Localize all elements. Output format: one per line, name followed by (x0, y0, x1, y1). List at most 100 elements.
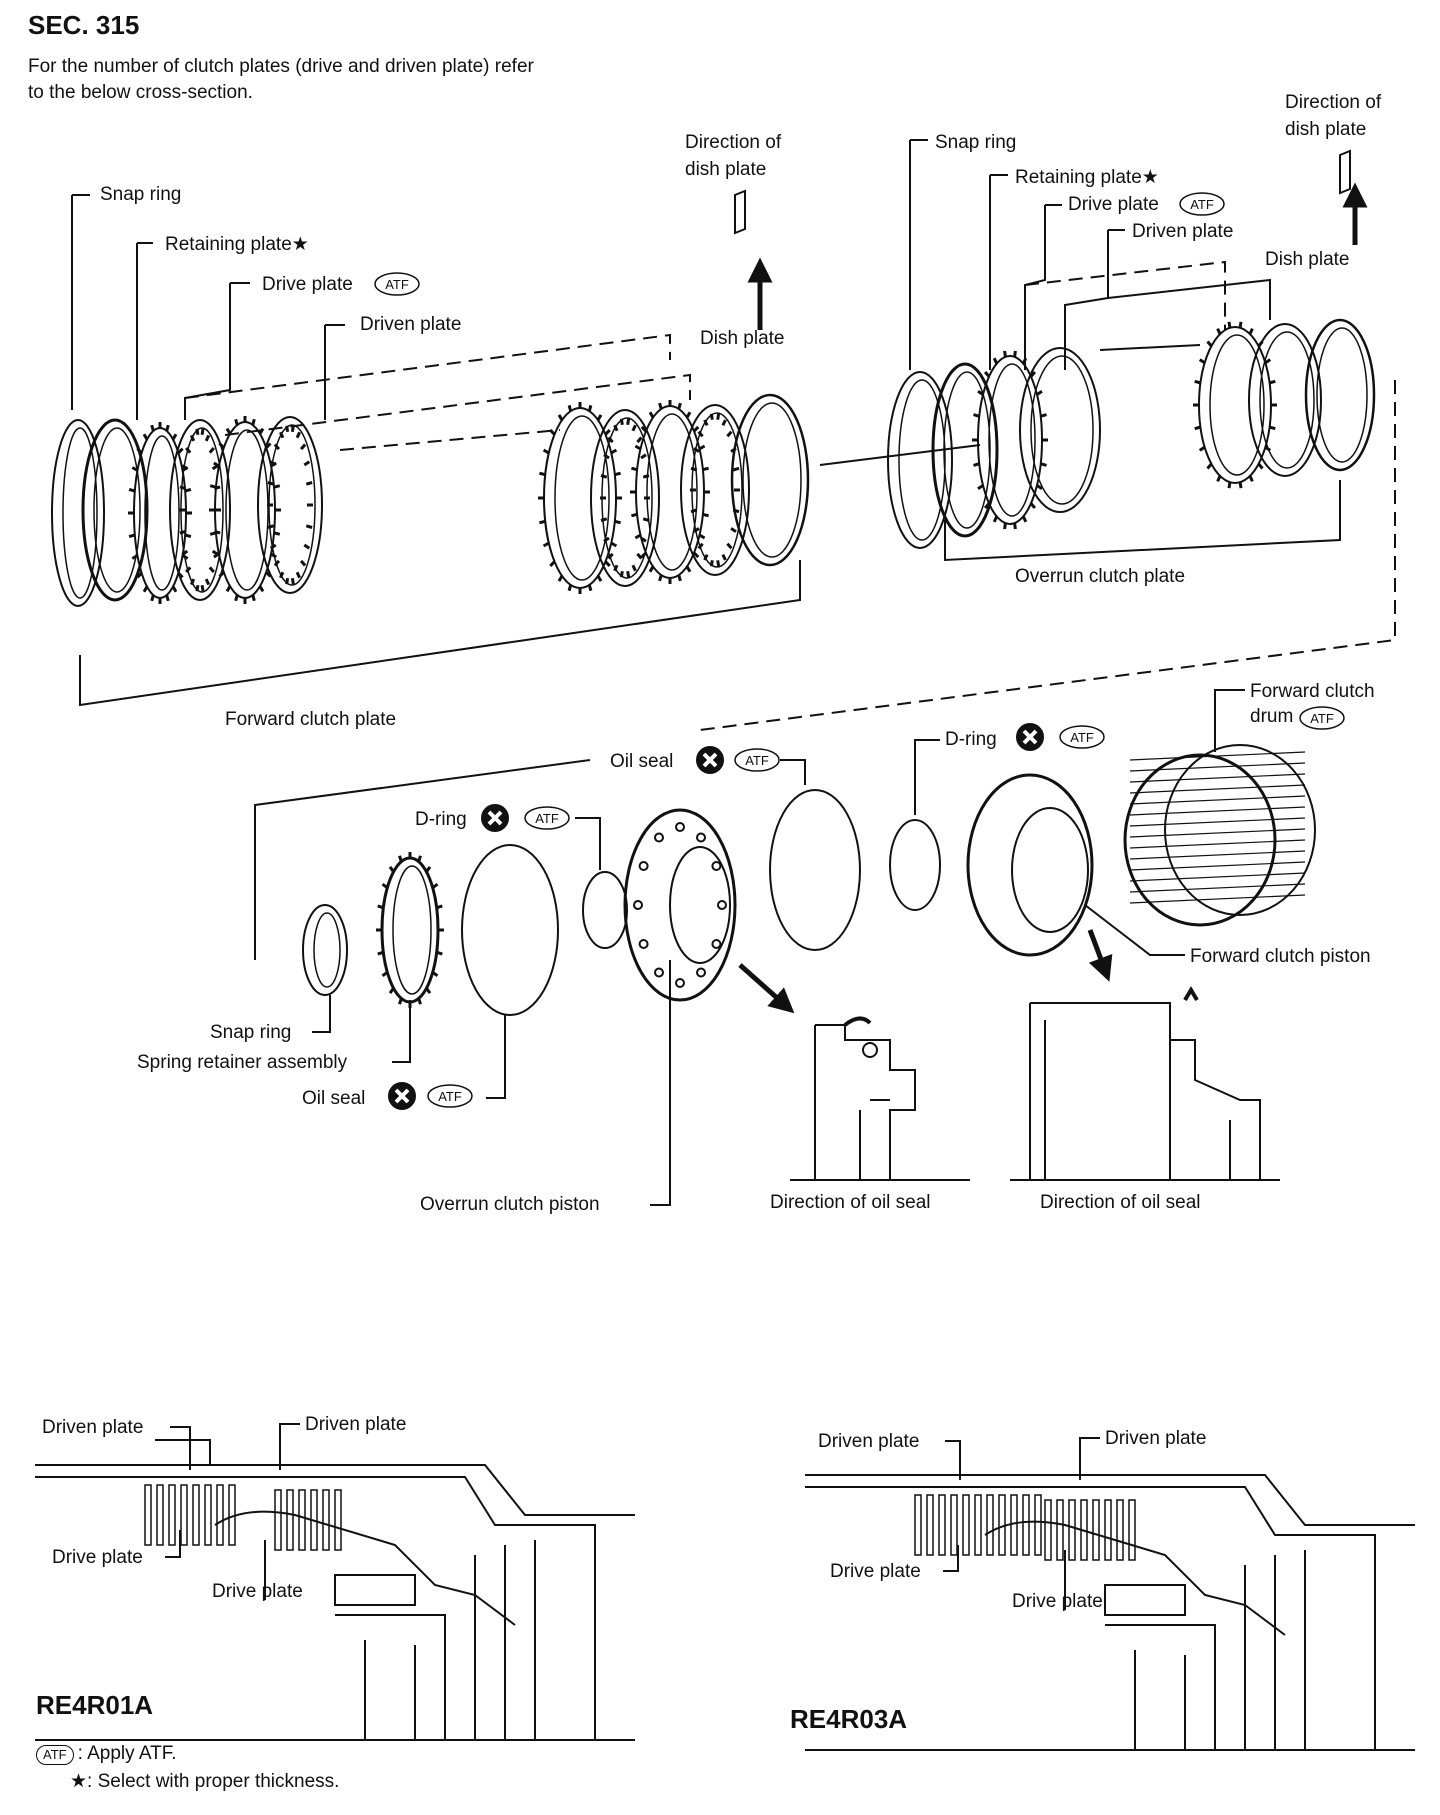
leader-cs1-driven-left (170, 1426, 191, 1470)
drum-spline (1129, 817, 1306, 827)
drum-spline (1129, 784, 1306, 794)
leader-snap-ring-mid (312, 995, 331, 1033)
oil-seal-lip-2 (1183, 986, 1199, 1002)
driven-plate-r1-outer (1019, 347, 1101, 513)
seal-replace-icon-top (696, 746, 724, 774)
piston-hole (654, 832, 664, 843)
cross-section-re4r03a-plate-set-1 (962, 1494, 970, 1556)
leader-driven-plate-right-bracket (1107, 278, 1271, 320)
label-direction-dish-right-2: dish plate (1285, 119, 1366, 140)
cross-section-re4r01a-housing (35, 1464, 635, 1740)
atf-icon-d-ring-left (524, 806, 570, 830)
cross-section-re4r03a-plate-set-1 (938, 1494, 946, 1556)
atf-oval (1179, 192, 1225, 216)
cross-section-re4r01a-plate-set-1 (204, 1484, 212, 1546)
piston-hole (717, 900, 727, 910)
snap-ring-left-inner (62, 427, 98, 599)
legend: ATF: Apply ATF. ★: Select with proper th… (36, 1740, 339, 1796)
leader-forward-clutch-plate (79, 560, 801, 707)
atf-icon-drive-plate-right (1179, 192, 1225, 216)
cross-section-re4r03a-plate-set-1 (950, 1494, 958, 1556)
label-snap-ring-left: Snap ring (100, 184, 181, 205)
spring-retainer-assembly-outer (380, 856, 440, 1004)
label-driven-plate-right: Driven plate (1132, 221, 1233, 242)
drive-plate-r1-outer (977, 355, 1043, 525)
driven-plate-r2-outer (1248, 323, 1322, 477)
label-spring-retainer-assembly: Spring retainer assembly (137, 1052, 348, 1073)
atf-icon: ATF (36, 1745, 74, 1765)
leader-overrun-clutch-plate (944, 480, 1341, 562)
label-cs2-driven-plate-left: Driven plate (818, 1431, 919, 1452)
oil-seal-section-detail-2 (1029, 1002, 1261, 1180)
label-oil-seal-mid: Oil seal (302, 1088, 365, 1109)
leader-forward-clutch-drum (1214, 689, 1245, 752)
dish-plate-right-inner (1316, 327, 1368, 463)
assembly-axis-line (819, 444, 981, 466)
drum-spline (1129, 828, 1306, 838)
label-dish-plate-left: Dish plate (700, 328, 785, 349)
cross-section-re4r03a-plate-set-1 (1010, 1494, 1018, 1556)
piston-hole (675, 822, 685, 832)
cross-section-re4r01a-plate-set-2 (322, 1489, 330, 1551)
label-overrun-clutch-piston: Overrun clutch piston (420, 1194, 600, 1215)
retaining-plate-left-inner (93, 427, 141, 593)
label-cs1-driven-plate-right: Driven plate (305, 1414, 406, 1435)
dish-plate-left-outer (730, 393, 810, 567)
piston-hole (711, 861, 722, 871)
seal-replace-icon-top-cross (702, 752, 718, 768)
cross-section-re4r03a-plate-set-1 (1034, 1494, 1042, 1556)
snap-ring-right-inner (898, 379, 946, 541)
drive-plate-l1 (128, 422, 192, 604)
plate-stack-link (339, 429, 561, 451)
cross-section-re4r03a-housing (805, 1474, 1415, 1750)
drum-spline (1129, 762, 1306, 772)
atf-text: ATF (438, 1089, 462, 1104)
drive-plate-l4 (630, 400, 710, 584)
atf-text: ATF (745, 753, 769, 768)
cross-section-re4r01a-piston (334, 1574, 446, 1740)
cross-section-re4r03a-plate-set-2 (1104, 1499, 1112, 1561)
leader-driven-plate-right (1064, 230, 1109, 370)
retaining-plate-left-outer (81, 418, 149, 602)
cross-section-re4r03a-plate-set-2 (1128, 1499, 1136, 1561)
cross-section-re4r03a-plate-set-1 (974, 1494, 982, 1556)
legend-atf-row: ATF: Apply ATF. (36, 1740, 339, 1768)
drive-plate-r1-teeth (972, 350, 1048, 530)
drive-plate-l3-teeth (538, 402, 622, 594)
leader-cs1-drive-left (165, 1530, 181, 1558)
atf-text: ATF (385, 277, 409, 292)
drum-spline (1129, 850, 1306, 860)
cross-section-re4r03a-plate-set-1 (914, 1494, 922, 1556)
label-cs1-driven-plate-left: Driven plate (42, 1417, 143, 1438)
dish-plate-left-inner (742, 402, 802, 558)
driven-plate-l2 (257, 416, 323, 594)
section-number: SEC. 315 (28, 10, 140, 40)
plate-stack-link-right (1099, 344, 1201, 351)
retaining-plate-left (81, 418, 149, 602)
drive-plate-l1-teeth (128, 422, 192, 604)
atf-icon-forward-clutch-drum (1299, 706, 1345, 730)
atf-text: ATF (535, 811, 559, 826)
leader-cs1-driven-right (279, 1423, 300, 1470)
cross-section-re4r03a-plate-set-1 (986, 1494, 994, 1556)
star-icon: ★ (70, 1771, 88, 1792)
piston-hole (638, 939, 649, 949)
forward-clutch-drum-front (1123, 753, 1277, 927)
atf-oval (427, 1084, 473, 1108)
cross-section-re4r01a-plate-set-2 (298, 1489, 306, 1551)
driven-plate-r1 (1019, 347, 1101, 513)
driven-plate-l1 (169, 419, 231, 601)
label-forward-clutch-piston: Forward clutch piston (1190, 946, 1371, 967)
piston-hole (633, 900, 643, 910)
model-re4r03a: RE4R03A (790, 1704, 908, 1734)
driven-plate-l4-outer (680, 404, 750, 576)
leader-overrun-clutch-piston (650, 960, 671, 1206)
label-d-ring-left: D-ring (415, 809, 467, 830)
drum-spline (1129, 795, 1306, 805)
d-ring-small-mid (889, 819, 941, 911)
leader-oil-seal-mid (486, 1015, 506, 1099)
cross-section-re4r03a (805, 1474, 1415, 1751)
label-cs1-drive-plate-right: Drive plate (212, 1581, 303, 1602)
cross-section-re4r03a-drum (984, 1520, 1286, 1636)
